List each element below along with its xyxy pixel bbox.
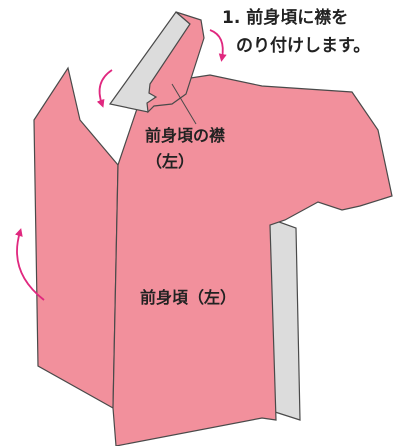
instruction-line-1: 1. 前身頃に襟を [222, 8, 349, 28]
instruction-line-2: のり付けします。 [236, 36, 371, 56]
fold-arrow-right-icon [209, 29, 227, 62]
fold-arrow-left-icon [96, 69, 113, 108]
collar-leader-line [171, 83, 197, 125]
front-body-main-panel [112, 74, 393, 446]
fold-arrow-panel-icon [15, 228, 45, 301]
front-body-left-panel [33, 66, 119, 410]
collar-label-line-2: （左） [146, 152, 195, 171]
collar-label-line-1: 前身頃の襟 [145, 126, 226, 145]
body-panel-label: 前身頃（左） [140, 288, 237, 307]
collar-piece [146, 11, 205, 114]
